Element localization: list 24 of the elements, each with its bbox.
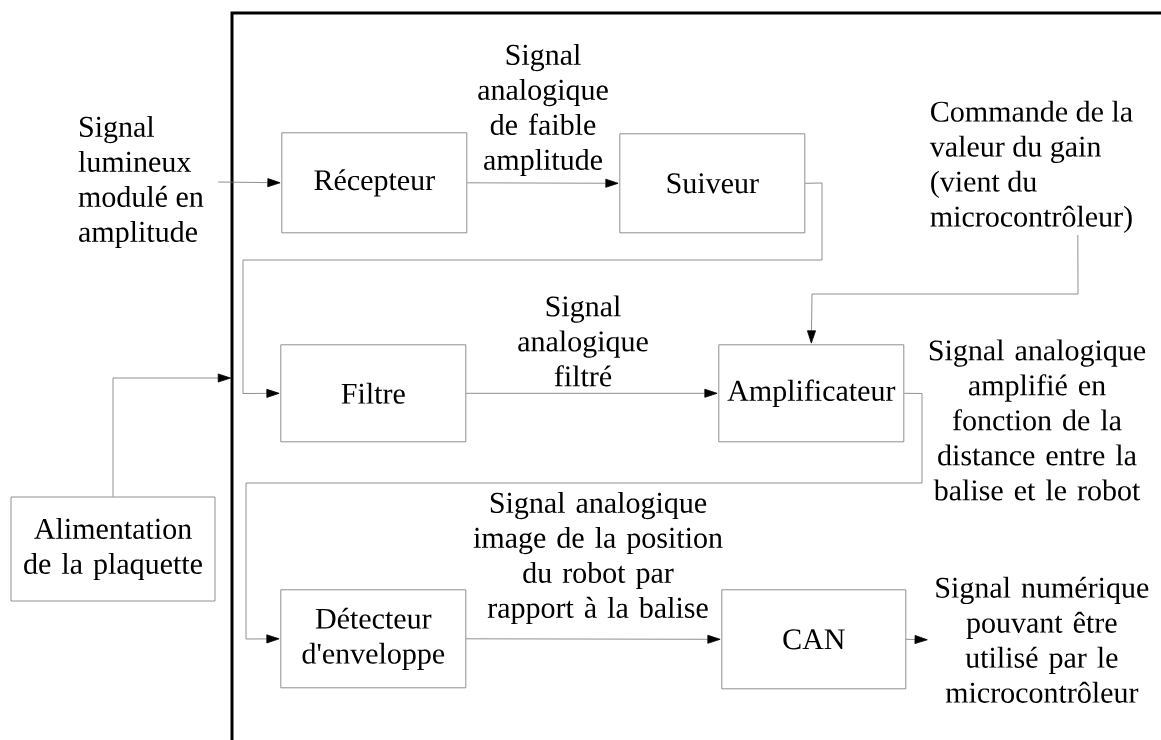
arrow xyxy=(465,388,718,398)
arrow xyxy=(112,373,231,497)
arrow xyxy=(465,634,721,644)
process-box: Détecteur d'enveloppe xyxy=(280,589,467,689)
arrow xyxy=(466,178,619,188)
edge-label: Signal analogique filtré xyxy=(518,295,648,387)
process-box: Amplificateur xyxy=(718,344,905,443)
process-box: Récepteur xyxy=(281,132,468,234)
board-outline xyxy=(230,11,1161,740)
signal-text: Signal numérique pouvant être utilisé par le microcontrôleur xyxy=(936,576,1149,703)
process-box: Filtre xyxy=(280,344,467,443)
arrow xyxy=(217,178,281,188)
signal-text: Commande de la valeur du gain (vient du microcontrôleur) xyxy=(929,100,1133,233)
process-box: Alimentation de la plaquette xyxy=(10,496,216,602)
arrow xyxy=(807,234,1079,344)
arrow xyxy=(242,182,823,398)
arrow xyxy=(905,635,928,644)
process-box: CAN xyxy=(721,589,907,690)
arrow xyxy=(245,392,923,644)
signal-text: Signal lumineux modulé en amplitude xyxy=(78,115,204,249)
edge-label: Signal analogique de faible amplitude xyxy=(478,43,608,177)
edge-label: Signal analogique image de la position du robot par rapport à la balise xyxy=(473,491,723,625)
process-box: Suiveur xyxy=(619,133,806,234)
edge-label: Signal analogique amplifié en fonction de la distance entre la balise et le robot xyxy=(929,339,1146,501)
